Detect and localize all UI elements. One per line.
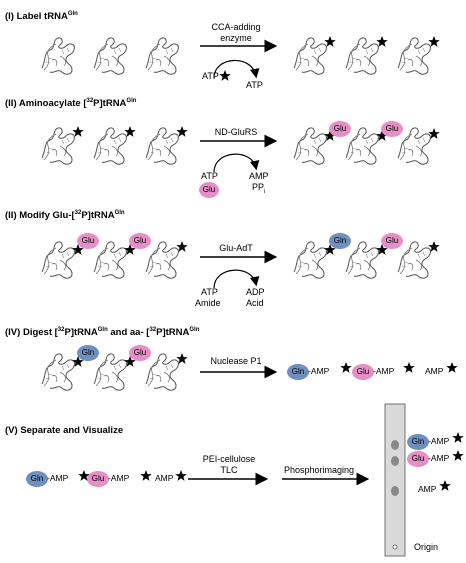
glu-badge-label: Glu xyxy=(356,367,370,376)
product-label: ADP xyxy=(246,287,265,297)
gln-amp-label: -AMP xyxy=(308,366,330,376)
amp-label: AMP xyxy=(155,473,174,483)
method-label: PEI-cellulose TLC xyxy=(202,454,256,475)
glu-badge xyxy=(129,233,151,249)
tlc-spot xyxy=(391,486,399,496)
step-1-title: (I) Label tRNAGln xyxy=(5,11,78,23)
glu-badge-label: Glu xyxy=(81,236,95,245)
enzyme-label: Glu-AdT xyxy=(219,243,253,253)
origin-label: Origin xyxy=(414,542,439,552)
amp-label: AMP xyxy=(418,484,437,494)
trna-icon xyxy=(93,37,127,75)
tlc-plate xyxy=(384,403,406,557)
step-2-title: (II) Aminoacylate [32P]tRNAGln xyxy=(5,98,137,110)
gln-badge-label: Gln xyxy=(81,348,95,357)
gln-badge-label: Gln xyxy=(291,367,305,376)
detection-label: Phosphorimaging xyxy=(284,465,355,475)
cofactor-arrow xyxy=(213,269,260,289)
trna-icon xyxy=(145,127,179,165)
trna-icon xyxy=(41,353,75,391)
glu-badge xyxy=(381,233,403,249)
star-icon xyxy=(340,362,352,373)
trna-icon xyxy=(293,37,327,75)
gln-badge xyxy=(407,434,429,450)
glu-badge-label: Glu xyxy=(202,185,216,194)
tlc-spot xyxy=(391,456,399,466)
trna-icon xyxy=(397,241,431,279)
gln-badge-label: Gln xyxy=(30,474,44,483)
product-label: PPi xyxy=(252,182,266,195)
trna-icon xyxy=(93,353,127,391)
glu-badge xyxy=(129,345,151,361)
star-icon xyxy=(219,70,231,81)
star-icon xyxy=(439,480,451,491)
glu-badge xyxy=(77,233,99,249)
gln-badge-label: Gln xyxy=(411,437,425,446)
star-icon xyxy=(403,362,415,373)
enzyme-label: CCA-adding enzyme xyxy=(211,22,261,43)
cofactor-arrow xyxy=(213,59,260,79)
glu-badge-label: Glu xyxy=(385,124,399,133)
gln-badge xyxy=(26,471,48,487)
substrate-label: Amide xyxy=(195,298,221,308)
step-5-title: (V) Separate and Visualize xyxy=(5,425,124,436)
trna-icon xyxy=(345,241,379,279)
substrate-label: ATP xyxy=(201,171,218,181)
product-label: ATP xyxy=(246,80,263,90)
glu-amp-label: -AMP xyxy=(428,453,450,463)
trna-icon xyxy=(345,127,379,165)
trna-icon xyxy=(41,127,75,165)
gln-badge xyxy=(287,364,309,380)
step-3-title: (II) Modify Glu-[32P]tRNAGln xyxy=(5,210,125,222)
glu-badge-label: Glu xyxy=(133,348,147,357)
glu-badge xyxy=(87,471,109,487)
product-label: AMP xyxy=(249,171,269,181)
star-icon xyxy=(175,470,187,481)
trna-icon xyxy=(41,241,75,279)
glu-badge-label: Glu xyxy=(385,236,399,245)
trna-icon xyxy=(145,37,179,75)
trna-icon xyxy=(93,127,127,165)
glu-badge-label: Glu xyxy=(333,124,347,133)
trna-icon xyxy=(145,241,179,279)
enzyme-label: Nuclease P1 xyxy=(210,356,262,366)
gln-amp-label: -AMP xyxy=(428,436,450,446)
cofactor-arrow xyxy=(213,153,260,173)
glu-badge xyxy=(329,121,351,137)
substrate-label: ATP xyxy=(202,71,219,81)
product-label: Acid xyxy=(246,298,264,308)
gln-badge-label: Gln xyxy=(333,236,347,245)
trna-icon xyxy=(41,37,75,75)
trna-icon xyxy=(93,241,127,279)
trna-icon xyxy=(145,353,179,391)
star-icon xyxy=(452,432,464,443)
glu-badge xyxy=(199,182,219,198)
glu-badge xyxy=(381,121,403,137)
trna-icon xyxy=(397,127,431,165)
glu-amp-label: -AMP xyxy=(108,473,130,483)
trna-icon xyxy=(293,241,327,279)
tlc-origin-spot xyxy=(392,544,398,550)
gln-badge xyxy=(329,233,351,249)
glu-amp-label: -AMP xyxy=(373,366,395,376)
glu-badge xyxy=(352,364,374,380)
trna-icon xyxy=(293,127,327,165)
glu-badge-label: Glu xyxy=(411,454,425,463)
trna-icon xyxy=(397,37,431,75)
enzyme-label: ND-GluRS xyxy=(214,127,258,137)
star-icon xyxy=(140,470,152,481)
step-4-title: (IV) Digest [32P]tRNAGln and aa- [32P]tR… xyxy=(5,327,200,339)
gln-badge xyxy=(77,345,99,361)
amp-label: AMP xyxy=(425,366,444,376)
glu-badge-label: Glu xyxy=(91,474,105,483)
glu-badge-label: Glu xyxy=(133,236,147,245)
tlc-spot xyxy=(391,440,399,450)
substrate-label: ATP xyxy=(201,287,218,297)
star-icon xyxy=(452,450,464,461)
glu-badge xyxy=(407,451,429,467)
trna-icon xyxy=(345,37,379,75)
gln-amp-label: -AMP xyxy=(47,473,69,483)
star-icon xyxy=(446,362,458,373)
